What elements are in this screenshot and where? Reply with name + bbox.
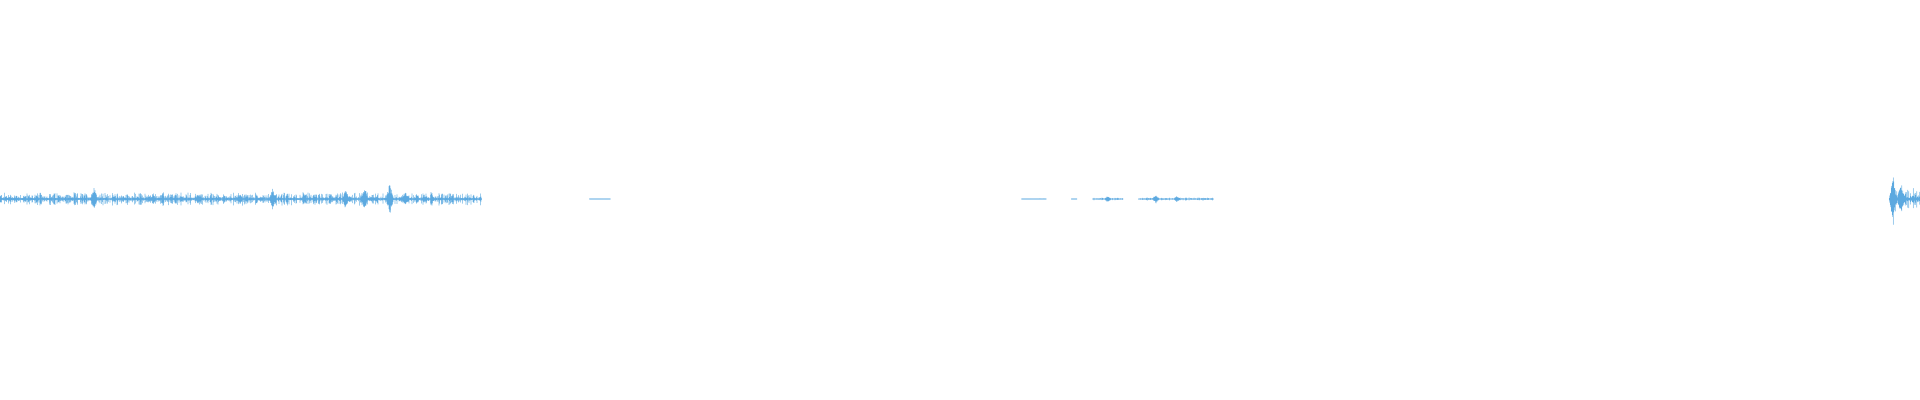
- waveform-samples: [0, 185, 482, 213]
- waveform-samples: [589, 198, 611, 200]
- waveform-samples: [1138, 195, 1214, 204]
- waveform-segment-burst-2: [589, 198, 611, 200]
- waveform-segment-burst-3: [1021, 198, 1047, 200]
- waveform-segment-burst-7: [1888, 177, 1920, 225]
- waveform-samples: [1092, 196, 1124, 202]
- waveform-segment-burst-5: [1092, 196, 1124, 202]
- waveform-segments: [0, 177, 1920, 225]
- waveform-samples: [1021, 198, 1047, 200]
- waveform-segment-burst-1: [0, 185, 482, 213]
- waveform-samples: [1071, 198, 1078, 200]
- waveform-samples: [1888, 177, 1920, 225]
- waveform-segment-burst-4: [1071, 198, 1078, 200]
- waveform-segment-burst-6: [1138, 195, 1214, 204]
